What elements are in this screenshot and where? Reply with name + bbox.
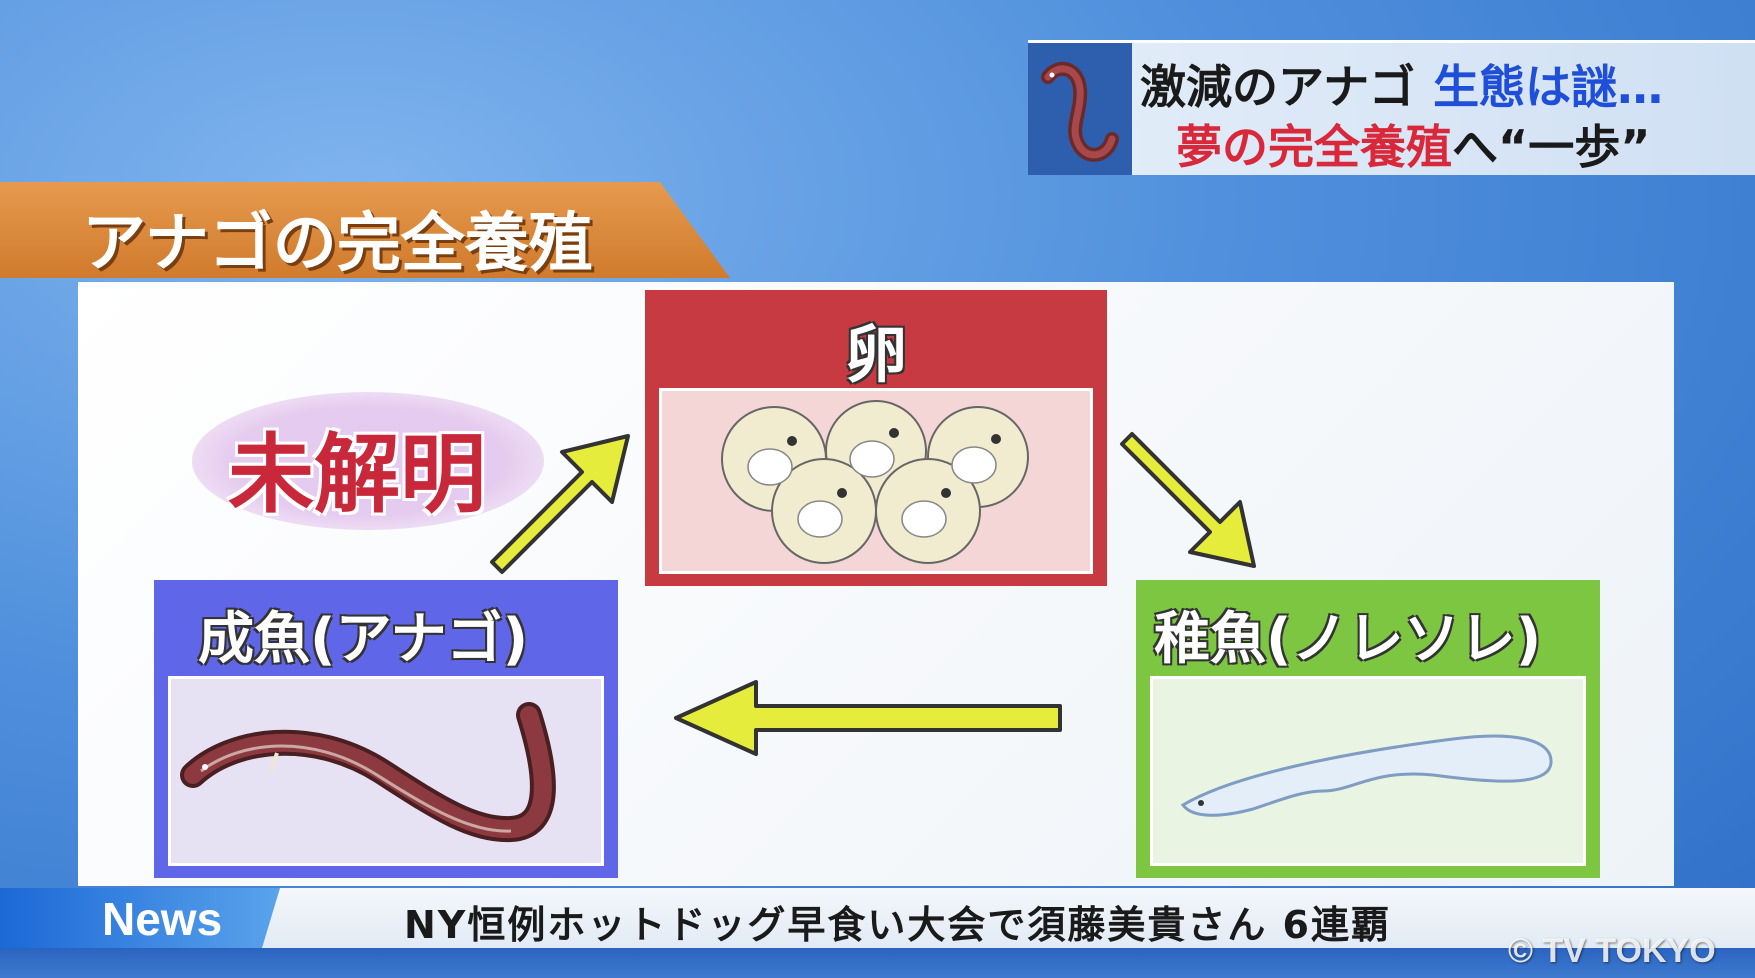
unknown-bubble: [192, 392, 544, 530]
headline-banner: 激減のアナゴ生態は謎… 夢の完全養殖へ“一歩”: [1028, 40, 1755, 175]
stage-egg: 卵: [645, 290, 1107, 586]
stage-egg-label: 卵: [844, 318, 907, 391]
headline-line-2: 夢の完全養殖へ“一歩”: [1176, 111, 1650, 177]
eggs-illustration-icon: [721, 400, 1029, 564]
ticker-lower-bar: [0, 948, 1755, 978]
headline-sub: 生態は謎…: [1433, 60, 1664, 114]
stage-larva: 稚魚(ノレソレ): [1136, 580, 1600, 878]
headline-main: 激減のアナゴ: [1140, 60, 1416, 114]
headline-tail: へ“一歩”: [1452, 120, 1651, 174]
stage-adult-image: [168, 676, 604, 866]
arrow-adult-to-egg: [490, 434, 630, 574]
stage-egg-image: [659, 388, 1093, 574]
eel-thumbnail-icon: [1028, 43, 1132, 175]
headline-line-1: 激減のアナゴ生態は謎…: [1140, 51, 1663, 117]
news-label-tab: News: [0, 888, 280, 948]
stage-adult: 成魚(アナゴ): [154, 580, 618, 878]
diagram-title: アナゴの完全養殖: [82, 207, 593, 281]
headline-highlight: 夢の完全養殖: [1176, 120, 1452, 174]
news-ticker: News NY恒例ホットドッグ早食い大会で須藤美貴さん 6連覇 © TV TOK…: [0, 888, 1755, 978]
larva-illustration-icon: [1180, 734, 1553, 817]
stage-larva-label: 稚魚(ノレソレ): [1154, 607, 1542, 672]
arrow-egg-to-larva: [1120, 432, 1256, 568]
arrow-larva-to-adult: [674, 680, 1062, 756]
unknown-label: 未解明: [228, 425, 486, 525]
conger-eel-illustration-icon: [180, 702, 556, 843]
stage-adult-label: 成魚(アナゴ): [198, 607, 529, 672]
news-headline: NY恒例ホットドッグ早食い大会で須藤美貴さん 6連覇: [404, 903, 1391, 947]
channel-watermark: © TV TOKYO: [1508, 932, 1716, 970]
news-label: News: [102, 893, 223, 945]
stage-larva-image: [1150, 676, 1586, 866]
diagram-title-tab: アナゴの完全養殖: [0, 182, 730, 278]
